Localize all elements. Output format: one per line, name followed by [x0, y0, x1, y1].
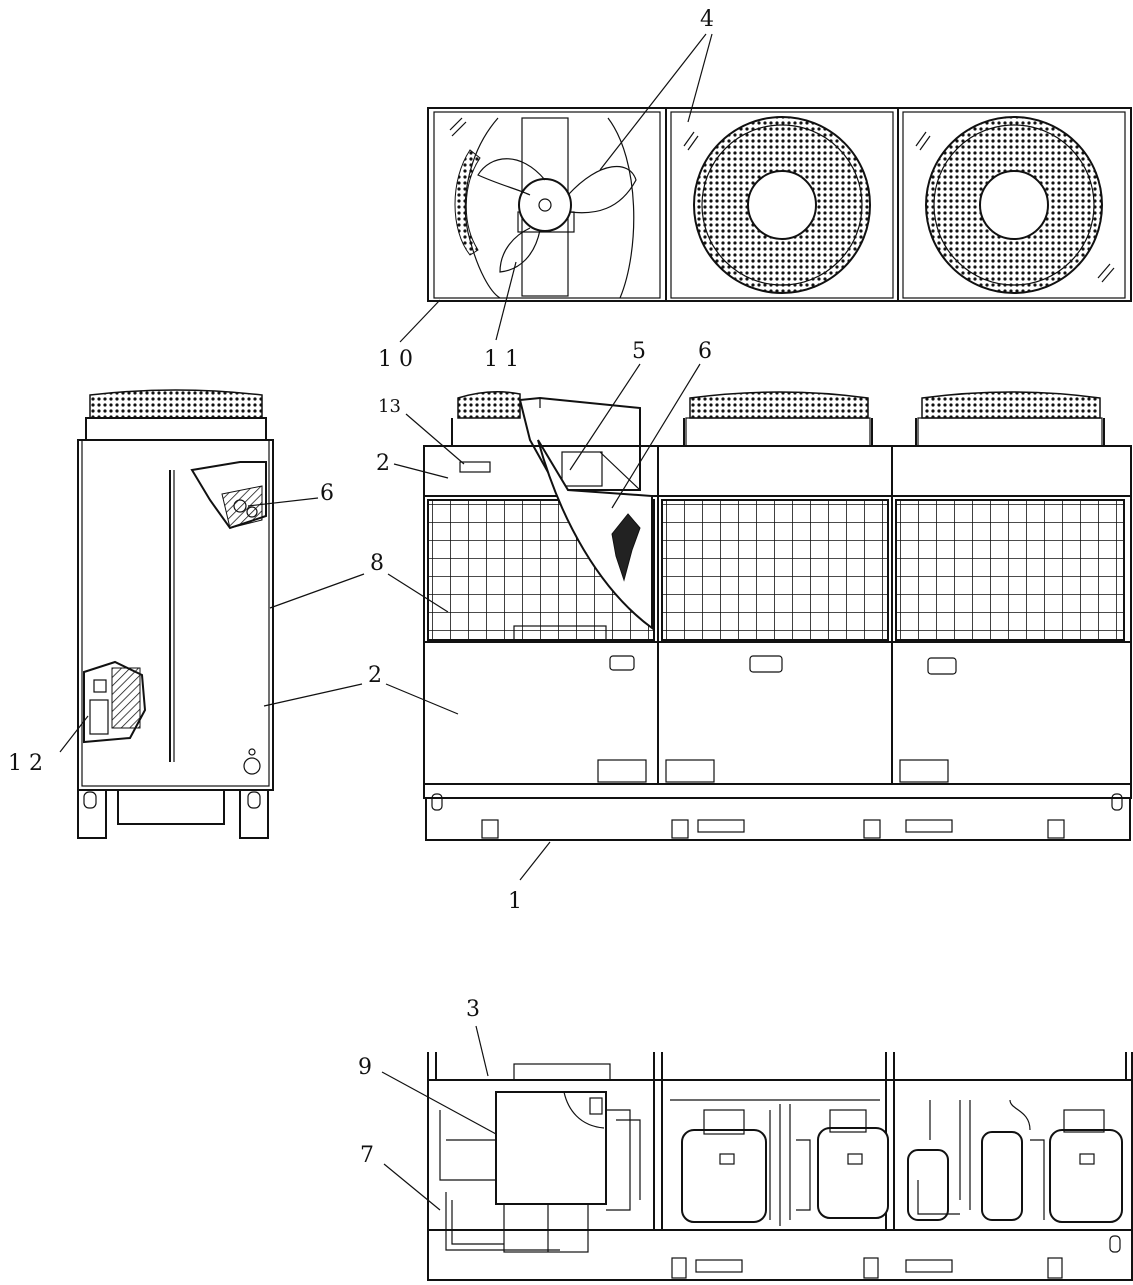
- label-11: 1 1: [484, 347, 519, 372]
- label-6-side: 6: [320, 481, 334, 506]
- heat-exchanger-grille: [661, 499, 889, 641]
- label-9: 9: [358, 1055, 372, 1080]
- control-box: [495, 1091, 607, 1205]
- label-2-lower: 2: [368, 663, 382, 688]
- fan-blade: [499, 227, 541, 273]
- fan-hub: [518, 178, 572, 232]
- label-1: 1: [508, 889, 522, 914]
- accumulator: [981, 1131, 1023, 1221]
- top-view-frame: [427, 107, 1132, 302]
- compressor: [817, 1127, 889, 1219]
- cutaway-fan: [449, 117, 637, 299]
- label-8: 8: [370, 551, 384, 576]
- front-view: [423, 391, 1132, 841]
- nameplate: [459, 461, 491, 473]
- heat-exchanger-fin: [611, 513, 641, 582]
- base-frame: [425, 797, 1131, 841]
- internal-frame: [427, 1079, 1133, 1281]
- label-13: 13: [378, 396, 401, 417]
- internal-view: [427, 1052, 1133, 1281]
- fan-blade: [477, 158, 546, 196]
- label-2-top: 2: [376, 451, 390, 476]
- label-4: 4: [700, 7, 714, 32]
- label-5: 5: [632, 339, 646, 364]
- compressor: [681, 1129, 767, 1223]
- top-view: [427, 107, 1132, 302]
- fan-blade: [567, 165, 637, 214]
- side-view: [77, 389, 274, 839]
- label-12: 1 2: [8, 751, 43, 776]
- label-7: 7: [360, 1143, 374, 1168]
- fan-grille: [915, 116, 1115, 294]
- label-3: 3: [466, 997, 480, 1022]
- label-6-front: 6: [698, 339, 712, 364]
- compressor: [907, 1149, 949, 1221]
- label-10: 1 0: [378, 347, 413, 372]
- heat-exchanger-grille: [895, 499, 1125, 641]
- compressor: [1049, 1129, 1123, 1223]
- leader-lines: [59, 33, 713, 1211]
- fan-grille: [683, 116, 871, 294]
- reference-labels: 4 1 0 1 1 5 6 13 2 6 8 2 1 2 1 3 9 7: [8, 7, 714, 1168]
- fan-motor-housing: [518, 396, 641, 491]
